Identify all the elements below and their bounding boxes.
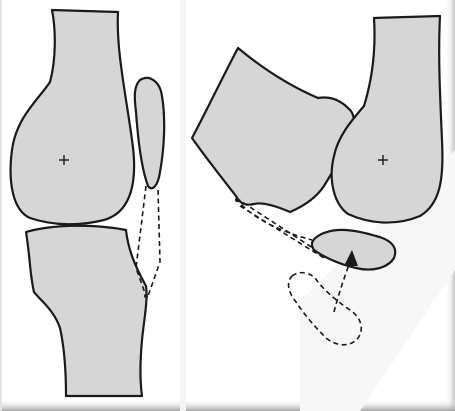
left-edge-line xyxy=(0,0,2,411)
right-ligament-anchor xyxy=(235,198,239,202)
left-tibial-tubercle xyxy=(144,294,148,298)
panel-divider-shade xyxy=(180,0,186,411)
bottom-edge-shadow xyxy=(0,399,455,411)
